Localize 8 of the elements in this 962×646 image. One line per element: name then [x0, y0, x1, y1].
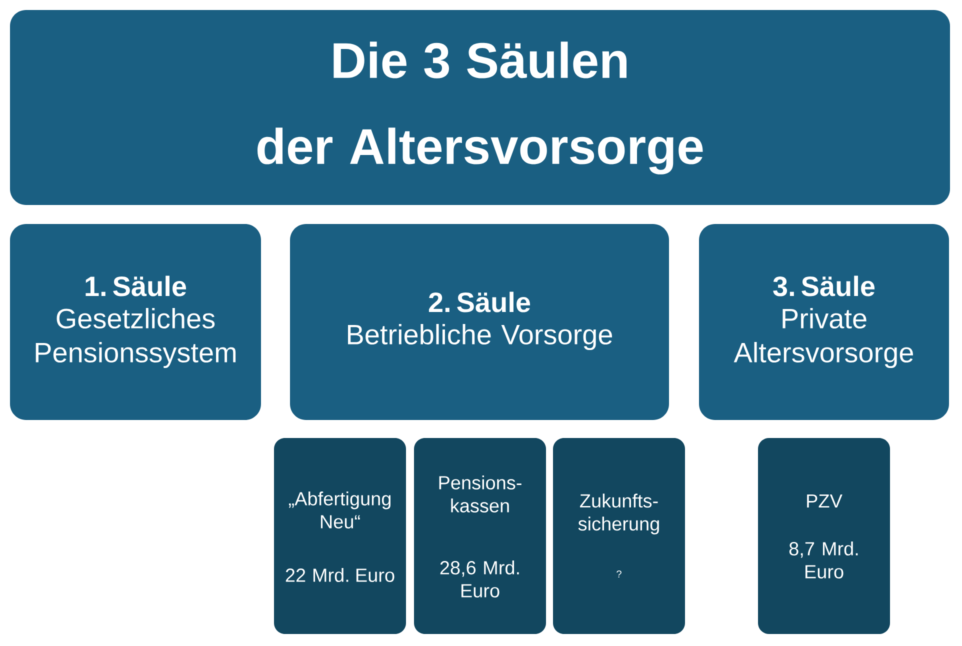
fund-box: „Abfertigung Neu“ 22 Mrd. Euro: [274, 438, 406, 634]
pillar-box: 3. Säule Private Altersvorsorge: [699, 224, 949, 420]
fund-box: Zukunfts- sicherung ?: [553, 438, 685, 634]
pillar-box: 2. Säule Betriebliche Vorsorge: [290, 224, 669, 420]
fund-box: Pensions- kassen 28,6 Mrd. Euro: [414, 438, 546, 634]
title-box: Die 3 Säulen der Altersvorsorge: [10, 10, 950, 205]
fund-box: PZV 8,7 Mrd. Euro: [758, 438, 890, 634]
pillar-box: 1. Säule Gesetzliches Pensionssystem: [10, 224, 261, 420]
